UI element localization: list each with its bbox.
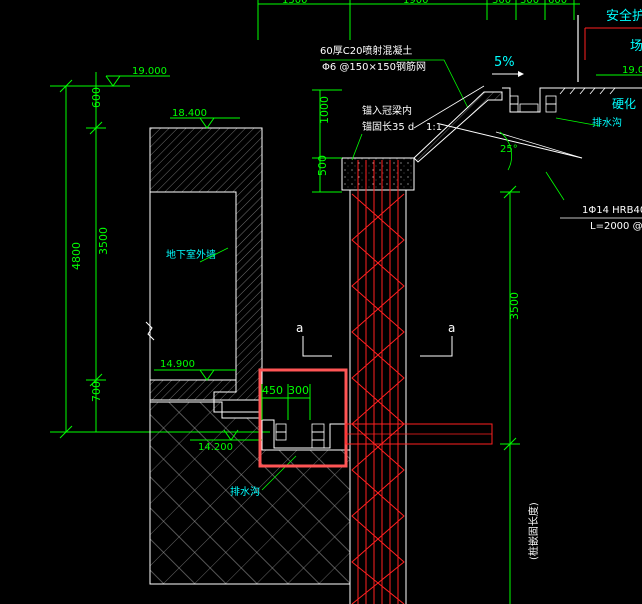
dim-500: 500 [316,155,329,176]
section-mark-right: a [448,321,455,335]
elev-bottom: 14.200 [198,442,233,453]
slope-area: 1:1 5% 排水沟 25° 1Φ14 HRB40 L=2000 @ [413,55,642,232]
top-dimension-strip: 1500 1900 300 300 600 [257,0,580,40]
wall-label: 地下室外墙 [166,248,216,261]
top-dim-1: 1500 [282,0,307,6]
elev-right: 19.0 [622,65,642,76]
upper-dims: 1000 500 [312,89,342,193]
top-dim-4: 300 [520,0,539,6]
elev-wall-top: 18.400 [172,108,207,119]
dim-c: 700 [90,381,103,402]
site-label: 场 [630,39,642,54]
slope-ratio: 1:1 [426,122,442,133]
hl-dim-2: 300 [288,384,309,397]
hl-dim-1: 450 [262,384,283,397]
slope-grade: 5% [494,55,515,70]
pile-length-label: 3500 [508,292,521,320]
drain-top-label: 排水沟 [592,116,622,129]
elev-floor: 14.900 [160,359,195,370]
harden-label: 硬化 [612,97,636,111]
top-dim-2: 1900 [403,0,428,6]
nail-spec: 1Φ14 HRB40 [582,205,642,216]
highlight-detail[interactable]: 450 300 [258,368,348,468]
pile-length-dim: 3500 (桩嵌固长度) [500,185,540,604]
top-dim-3: 300 [492,0,511,6]
dim-b: 3500 [97,227,110,255]
section-mark-left: a [296,321,303,335]
pile-cage [341,157,493,604]
spray-note: 60厚C20喷射混凝土 Φ6 @150×150钢筋网 [320,44,469,109]
top-dim-5: 600 [548,0,567,6]
spray-note-line1: 60厚C20喷射混凝土 [320,44,412,57]
dim-1000: 1000 [318,96,331,124]
nail-length: L=2000 @ [590,221,642,232]
drain-bottom-label: 排水沟 [230,485,260,498]
slope-angle: 25° [500,144,518,155]
anchor-note-line2: 锚固长35 d [362,121,414,133]
anchor-note-line1: 锚入冠梁内 [362,104,412,117]
pile-note: (桩嵌固长度) [527,502,540,560]
section-marks: a a [296,321,455,357]
elev-top-left: 19.000 [132,66,167,77]
spray-note-line2: Φ6 @150×150钢筋网 [322,60,426,73]
railing-label: 安全护栏 [606,8,642,24]
basement-wall: 18.400 地下室外墙 14.900 14.200 排水沟 [145,108,351,585]
railing-area: 安全护栏 场 19.0 硬化 [559,8,642,111]
dim-a: 600 [90,87,103,108]
anchor-note: 锚入冠梁内 锚固长35 d [351,104,414,161]
dim-total: 4800 [70,242,83,270]
